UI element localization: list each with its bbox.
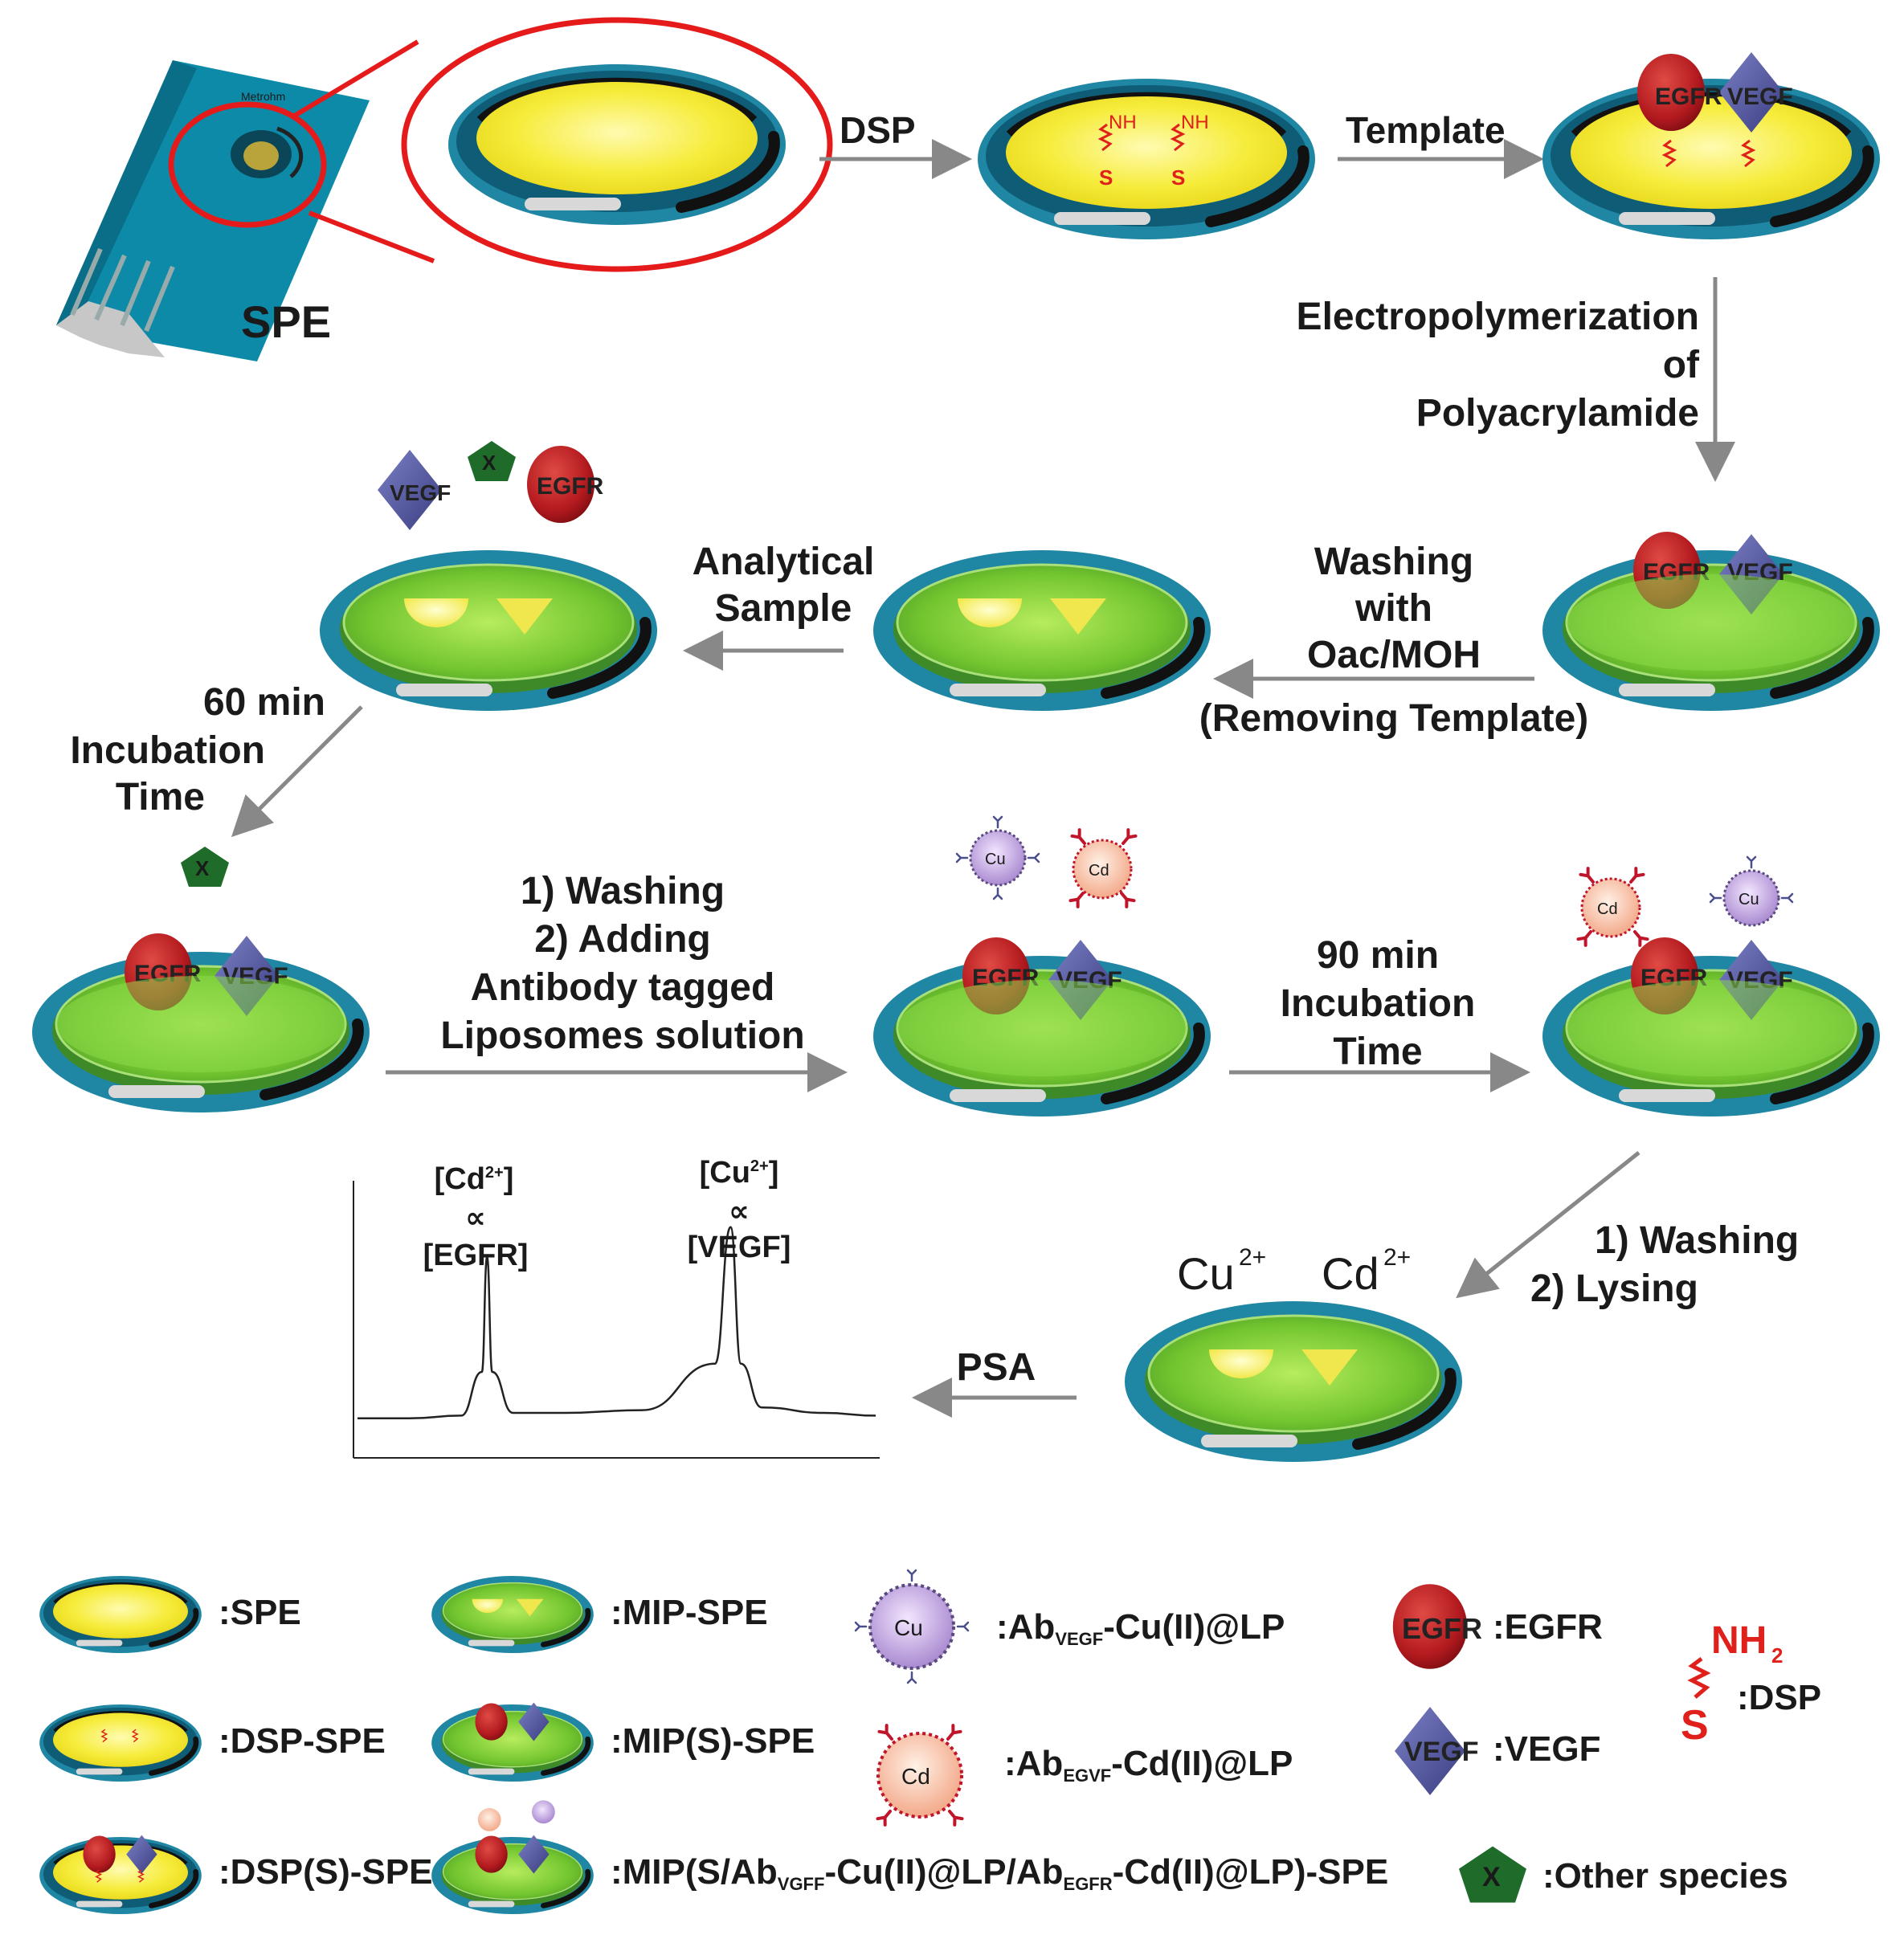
legend-ab-egvf: :AbEGVF-Cd(II)@LP <box>1004 1744 1293 1786</box>
polymer-overlay-c <box>897 980 1187 1076</box>
step-adding-3: Antibody tagged <box>471 966 775 1009</box>
step-dsp: DSP <box>840 109 916 151</box>
arrow-incubation60 <box>231 705 363 838</box>
step-washing-4: (Removing Template) <box>1199 697 1589 740</box>
legend-dsp-s-spe: :DSP(S)-SPE <box>219 1852 432 1892</box>
polymer-overlay-a <box>1567 574 1856 671</box>
svg-text:NH: NH <box>1109 112 1137 133</box>
step-inc60-3: Time <box>116 776 205 818</box>
legend-cu-liposome-icon: Cu <box>854 1569 970 1684</box>
legend: :SPE :DSP-SPE :DSP(S)-SPE :MIP-SPE :MIP(… <box>39 1569 1821 1914</box>
spe-electrode <box>448 64 786 225</box>
svg-text:EGFR: EGFR <box>1402 1612 1482 1645</box>
svg-text:S: S <box>1171 165 1185 190</box>
arrow-lysing <box>1456 1151 1640 1299</box>
svg-text:EGFR: EGFR <box>537 473 604 500</box>
ion-cu: Cu <box>1177 1248 1235 1299</box>
chart-series-line <box>358 1226 876 1420</box>
polymer-overlay-d <box>1567 980 1856 1076</box>
svg-text:VEGF: VEGF <box>390 480 451 505</box>
step-analytical-2: Sample <box>715 587 852 630</box>
liposome-cd-bound: Cd <box>1576 867 1649 947</box>
legend-mip-full: :MIP(S/AbVGFF-Cu(II)@LP/AbEGFR-Cd(II)@LP… <box>611 1852 1388 1894</box>
legend-mip-s-spe: :MIP(S)-SPE <box>611 1721 815 1761</box>
step-lysing-2: 2) Lysing <box>1530 1267 1698 1310</box>
svg-text:Cu: Cu <box>894 1615 923 1640</box>
step-inc90-1: 90 min <box>1317 934 1439 977</box>
ion-cd: Cd <box>1322 1248 1379 1299</box>
svg-text:2+: 2+ <box>1239 1244 1266 1271</box>
svg-text:VEGF: VEGF <box>1404 1737 1479 1767</box>
svg-text:2+: 2+ <box>1383 1244 1411 1271</box>
legend-dsp: :DSP <box>1737 1678 1821 1717</box>
svg-text:Cu: Cu <box>985 851 1006 868</box>
step-washing-2: with <box>1354 587 1432 630</box>
svg-text:S: S <box>1681 1702 1709 1749</box>
spe-strip: Metrohm <box>56 60 370 361</box>
step-electro-1: Electropolymerization <box>1297 296 1699 338</box>
peak2-label-a: [Cu2+] <box>700 1156 779 1190</box>
liposome-cu-free: Cu <box>955 815 1040 900</box>
polymer-overlay-b <box>56 976 345 1072</box>
step-inc90-3: Time <box>1333 1031 1422 1073</box>
step-adding-1: 1) Washing <box>521 870 725 912</box>
step-analytical-1: Analytical <box>693 541 875 583</box>
step-inc60-2: Incubation <box>70 729 265 772</box>
svg-text:Cd: Cd <box>1597 900 1618 918</box>
step-electro-2: of <box>1663 344 1700 386</box>
legend-mip-spe: :MIP-SPE <box>611 1593 768 1632</box>
peak1-label-c: [EGFR] <box>423 1239 529 1272</box>
step-washing-1: Washing <box>1314 541 1473 583</box>
legend-spe: :SPE <box>219 1593 301 1632</box>
svg-text:X: X <box>195 856 210 880</box>
legend-other: :Other species <box>1542 1856 1788 1896</box>
svg-text:X: X <box>482 451 496 475</box>
psa-chart: [Cd2+] ∝ [EGFR] [Cu2+] ∝ [VEGF] <box>353 1156 880 1459</box>
svg-text:Cd: Cd <box>1089 862 1109 880</box>
mip-electrode-a <box>873 550 1211 711</box>
step-electro-3: Polyacrylamide <box>1416 392 1699 435</box>
peak1-label-b: ∝ <box>465 1201 486 1234</box>
legend-dsp-spe: :DSP-SPE <box>219 1721 386 1761</box>
peak2-label-b: ∝ <box>729 1194 750 1227</box>
step-psa: PSA <box>957 1346 1036 1389</box>
step-washing-3: Oac/MOH <box>1307 634 1481 676</box>
dsp-electrode <box>978 79 1315 239</box>
legend-vegf: :VEGF <box>1493 1729 1600 1769</box>
step-template: Template <box>1346 109 1506 151</box>
liposome-cu-bound: Cu <box>1709 855 1794 927</box>
legend-ab-vegf: :AbVEGF-Cu(II)@LP <box>996 1607 1285 1649</box>
spe-label: SPE <box>241 296 331 347</box>
svg-text:S: S <box>1099 165 1113 190</box>
svg-text:VEGF: VEGF <box>1727 84 1793 110</box>
svg-text:2: 2 <box>1771 1643 1783 1668</box>
legend-egfr: :EGFR <box>1493 1607 1603 1647</box>
zoom-circle-large <box>401 17 833 272</box>
liposome-cd-free: Cd <box>1068 828 1138 908</box>
svg-text:Metrohm: Metrohm <box>241 90 285 103</box>
svg-text:Cd: Cd <box>901 1764 930 1789</box>
zoom-circle-small <box>168 101 327 228</box>
legend-dsp-icon: NH 2 S <box>1681 1619 1783 1749</box>
legend-cd-liposome-icon: Cd <box>876 1724 964 1827</box>
peak1-label-a: [Cd2+] <box>435 1162 514 1196</box>
svg-text:X: X <box>1482 1862 1501 1892</box>
zoom-lines <box>292 39 435 263</box>
step-inc90-2: Incubation <box>1281 982 1476 1025</box>
peak2-label-c: [VEGF] <box>688 1231 791 1264</box>
svg-text:NH: NH <box>1181 112 1209 133</box>
mip-electrode-b <box>320 550 657 711</box>
step-adding-2: 2) Adding <box>534 918 711 961</box>
step-lysing-1: 1) Washing <box>1595 1219 1799 1262</box>
step-inc60-1: 60 min <box>203 681 325 724</box>
svg-text:Cu: Cu <box>1739 891 1759 908</box>
svg-text:EGFR: EGFR <box>1655 84 1722 110</box>
mip-electrode-lysed <box>1125 1301 1462 1462</box>
dsp-molecules: S S NH NH <box>1099 112 1209 190</box>
step-adding-4: Liposomes solution <box>440 1014 804 1057</box>
svg-text:NH: NH <box>1711 1619 1767 1662</box>
